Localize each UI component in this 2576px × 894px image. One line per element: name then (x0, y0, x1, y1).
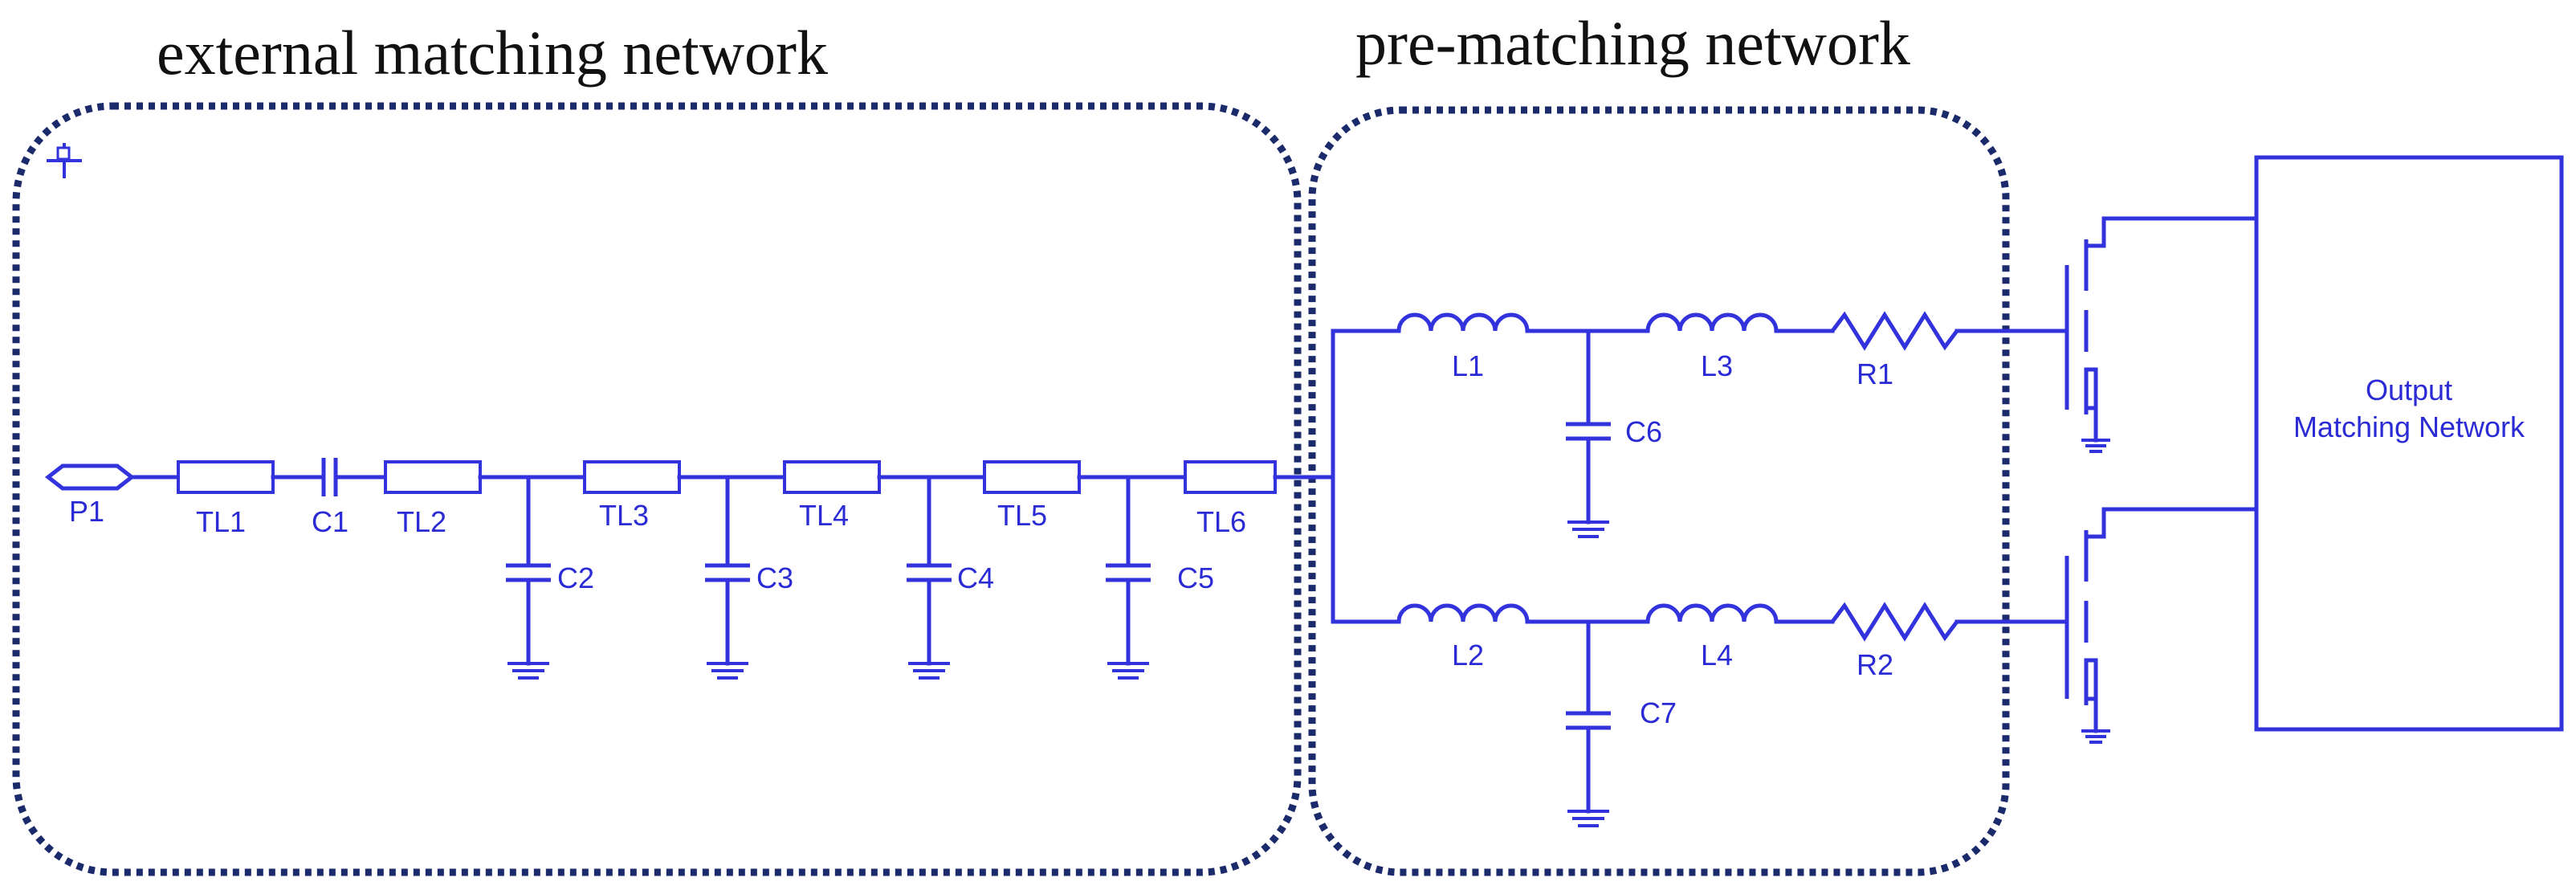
inductor-l2 (1396, 603, 1530, 623)
c4-label: C4 (957, 561, 994, 594)
tl3 (583, 460, 681, 494)
inductor-l3 (1645, 312, 1779, 332)
inductor-l4 (1645, 603, 1779, 623)
output-block-line1: Output (2366, 374, 2452, 406)
shunt-capacitor-c7 (1566, 619, 1611, 827)
c2-label: C2 (557, 561, 594, 594)
c1-label: C1 (312, 505, 348, 538)
port-p1-label: P1 (69, 495, 104, 528)
l1-label: L1 (1452, 349, 1484, 382)
tl6-label: TL6 (1196, 505, 1246, 538)
tl5 (983, 460, 1081, 494)
shunt-capacitor-c4 (907, 475, 952, 680)
c6-label: C6 (1625, 415, 1662, 448)
l3-label: L3 (1701, 349, 1733, 382)
l4-label: L4 (1701, 639, 1733, 672)
transistor-lower (2064, 507, 2259, 744)
shunt-capacitor-c2 (506, 475, 551, 680)
shunt-capacitor-c3 (705, 475, 750, 680)
output-matching-network-block (2254, 155, 2564, 732)
resistor-r2 (1831, 602, 1958, 642)
port-p1 (44, 463, 136, 491)
tl6 (1184, 460, 1277, 494)
r1-label: R1 (1857, 357, 1893, 390)
tl2-label: TL2 (397, 505, 446, 538)
resistor-r1 (1831, 311, 1958, 351)
crosshair-icon (47, 143, 82, 178)
tl1 (177, 460, 275, 494)
external-network-region (12, 102, 1302, 876)
shunt-capacitor-c5 (1106, 475, 1151, 680)
prematching-network-region (1308, 106, 2010, 876)
prematching-network-title: pre-matching network (1355, 8, 1910, 78)
c7-label: C7 (1640, 696, 1677, 729)
l2-label: L2 (1452, 639, 1484, 672)
tl3-label: TL3 (599, 499, 649, 532)
tl5-label: TL5 (997, 499, 1047, 532)
r2-label: R2 (1857, 648, 1893, 681)
tl2 (384, 460, 482, 494)
tl1-label: TL1 (196, 505, 246, 538)
c3-label: C3 (756, 561, 793, 594)
capacitor-c1 (321, 458, 338, 496)
shunt-capacitor-c6 (1566, 329, 1611, 538)
external-network-title: external matching network (157, 18, 828, 88)
inductor-l1 (1396, 312, 1530, 332)
c5-label: C5 (1177, 561, 1214, 594)
transistor-upper (2064, 216, 2259, 453)
tl4 (783, 460, 881, 494)
tl4-label: TL4 (799, 499, 849, 532)
output-block-line2: Matching Network (2293, 410, 2525, 443)
